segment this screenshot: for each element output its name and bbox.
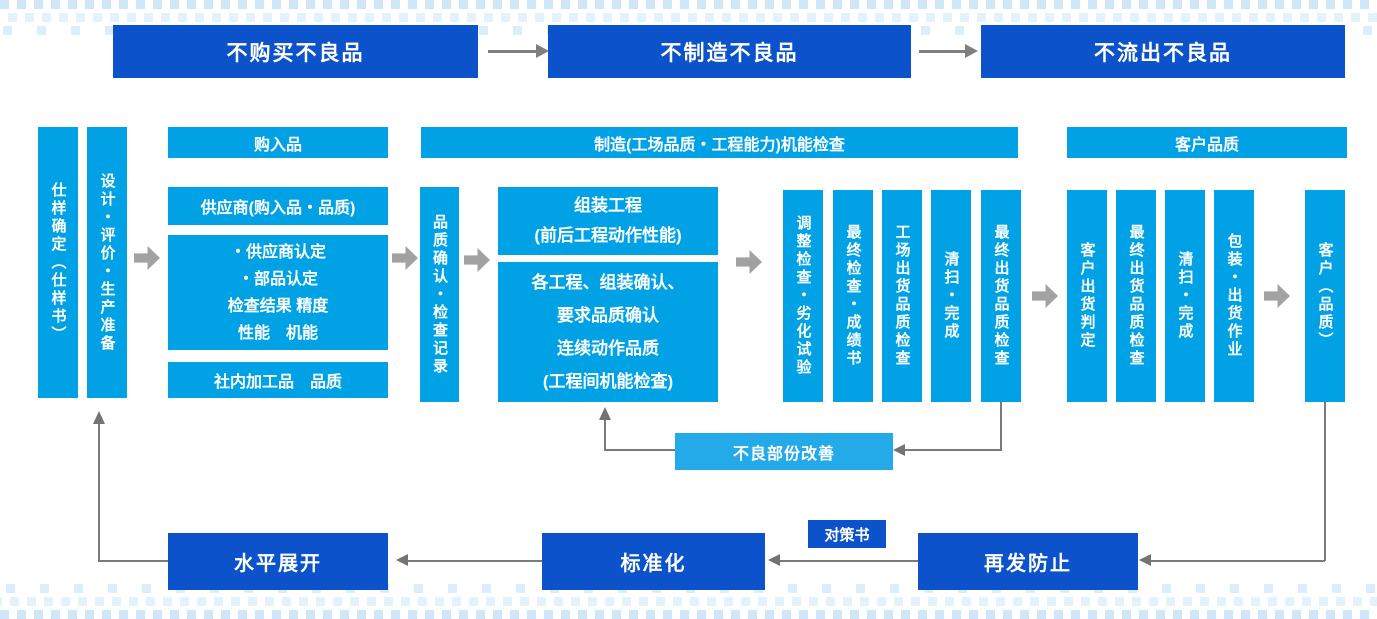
detail-line: ・供应商认定	[229, 243, 326, 261]
arrow-right-icon	[536, 44, 549, 58]
process-line: 各工程、组装确认、	[531, 273, 685, 292]
assembly-process-box: 组装工程 (前后工程动作性能)	[498, 187, 718, 255]
internal-processing-box: 社内加工品 品质	[168, 362, 388, 398]
customer-header: 客户品质	[1067, 127, 1347, 158]
connector-line	[408, 560, 542, 562]
arrow-up-icon	[599, 407, 611, 420]
connector-line	[98, 424, 100, 562]
arrow-left-icon	[1139, 554, 1151, 566]
top-step-no-purchase-box: 不购买不良品	[113, 25, 478, 78]
arrow-line	[919, 50, 965, 53]
process-line: (工程间机能检查)	[542, 372, 674, 391]
arrow-left-icon	[768, 554, 780, 566]
countermeasure-doc-box: 对策书	[806, 518, 888, 550]
connector-line	[1000, 402, 1002, 450]
bar-final-shipping-qc: 最终出货品质检查	[981, 190, 1021, 402]
process-line: 连续动作品质	[557, 339, 659, 358]
top-step-no-outflow-box: 不流出不良品	[981, 25, 1345, 78]
bar-packing-shipping: 包装・出货作业	[1214, 190, 1254, 402]
flow-arrow-icon	[1264, 284, 1290, 308]
top-step-no-manufacture-box: 不制造不良品	[548, 25, 911, 78]
bar-customer-clean-finish: 清扫・完成	[1165, 190, 1205, 402]
connector-line	[1324, 402, 1326, 561]
arrow-line	[488, 50, 536, 53]
arrow-up-icon	[93, 411, 105, 424]
arrow-left-icon	[893, 444, 905, 456]
bar-customer-shipping-judgement: 客户出货判定	[1067, 190, 1107, 402]
assembly-line: (前后工程动作性能)	[534, 226, 682, 245]
bar-design-evaluation: 设计・评价・生产准备	[87, 127, 127, 398]
manufacture-header: 制造(工场品质・工程能力)机能检查	[421, 127, 1018, 158]
flow-arrow-icon	[134, 246, 160, 270]
arrow-right-icon	[965, 44, 978, 58]
connector-line	[903, 449, 1002, 451]
bar-quality-confirm-record: 品质确认・检查记录	[420, 187, 459, 402]
connector-line	[604, 419, 606, 450]
flow-arrow-icon	[392, 246, 418, 270]
supplier-box: 供应商(购入品・品质)	[168, 187, 388, 225]
detail-line: 性能 机能	[237, 324, 318, 342]
bar-factory-shipping-qc: 工场出货品质检查	[882, 190, 922, 402]
bar-final-inspection: 最终检查・成绩书	[833, 190, 873, 402]
connector-line	[1150, 560, 1325, 562]
assembly-line: 组装工程	[574, 196, 642, 215]
connector-line	[604, 449, 675, 451]
detail-line: ・部品认定	[237, 270, 318, 288]
connector-line	[98, 560, 168, 562]
recurrence-prevention-box: 再发防止	[918, 533, 1138, 590]
flow-arrow-icon	[736, 250, 762, 274]
flow-arrow-icon	[1032, 284, 1058, 308]
arrow-left-icon	[396, 554, 408, 566]
bar-customer-quality: 客户（品质）	[1305, 190, 1345, 402]
bar-spec-determination: 仕样确定（仕样书）	[38, 127, 78, 398]
improvement-box: 不良部份改善	[675, 433, 893, 470]
flow-arrow-icon	[464, 248, 490, 272]
purchase-header: 购入品	[168, 127, 388, 158]
horizontal-deploy-box: 水平展开	[168, 533, 388, 590]
bar-customer-final-shipping-qc: 最终出货品质检查	[1116, 190, 1156, 402]
supplier-detail-box: ・供应商认定 ・部品认定 检查结果 精度 性能 机能	[168, 235, 388, 350]
detail-line: 检查结果 精度	[227, 297, 329, 315]
connector-line	[780, 560, 918, 562]
process-confirm-box: 各工程、组装确认、 要求品质确认 连续动作品质 (工程间机能检查)	[498, 262, 718, 402]
bar-clean-finish: 清扫・完成	[931, 190, 971, 402]
process-line: 要求品质确认	[557, 306, 659, 325]
standardization-box: 标准化	[542, 533, 765, 590]
bar-adjust-inspection: 调整检查・劣化试验	[783, 190, 823, 402]
